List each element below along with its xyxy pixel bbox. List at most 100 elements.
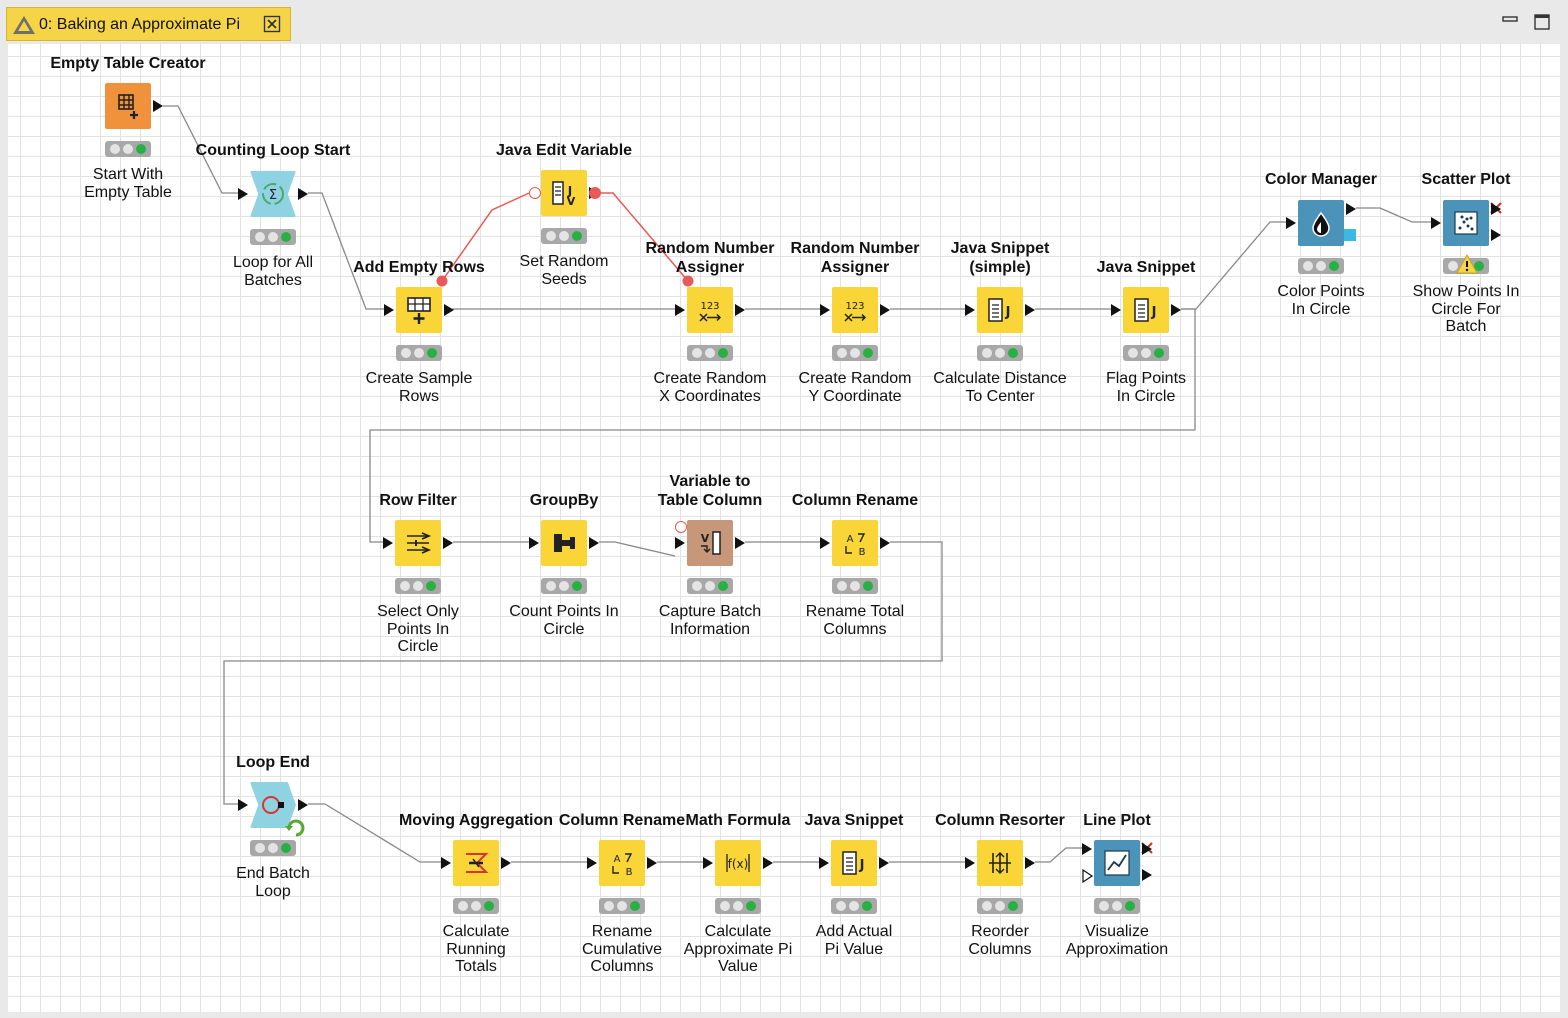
node-annotation-label[interactable]: Set Random Seeds — [519, 253, 609, 288]
data-in-port[interactable] — [529, 537, 539, 549]
node-title[interactable]: Line Plot — [1083, 812, 1151, 829]
node-title[interactable]: Java Snippet — [804, 812, 904, 829]
node-title[interactable]: GroupBy — [529, 492, 599, 509]
data-in-port[interactable] — [675, 304, 685, 316]
workflow-tab[interactable]: 0: Baking an Approximate Pi — [6, 7, 291, 41]
data-out-port[interactable] — [443, 537, 453, 549]
node-icon-box[interactable] — [1298, 200, 1344, 246]
flow-variable-port-dot[interactable] — [436, 275, 448, 287]
node-title[interactable]: Java Edit Variable — [495, 142, 633, 159]
node-title[interactable]: Math Formula — [685, 812, 791, 829]
node-icon-box[interactable]: 123 — [832, 287, 878, 333]
data-out-port[interactable] — [501, 857, 511, 869]
node-annotation-label[interactable]: Visualize Approximation — [1065, 923, 1169, 958]
node-icon-box[interactable] — [395, 520, 441, 566]
connection-wire[interactable] — [308, 803, 441, 863]
data-out-port[interactable] — [879, 857, 889, 869]
flow-variable-out-port[interactable] — [589, 187, 601, 199]
node-title[interactable]: Java Snippet (simple) — [950, 240, 1050, 276]
connection-wire[interactable] — [369, 308, 1196, 543]
node-icon-box[interactable] — [396, 287, 442, 333]
node-icon-box[interactable] — [977, 840, 1023, 886]
data-out-port[interactable] — [1025, 304, 1035, 316]
node-annotation-label[interactable]: Reorder Columns — [968, 923, 1032, 958]
node-annotation-label[interactable]: Loop for All Batches — [232, 254, 314, 289]
node-title[interactable]: Column Rename — [791, 492, 919, 509]
node-annotation-label[interactable]: Start With Empty Table — [84, 166, 172, 201]
data-out-port[interactable] — [444, 304, 454, 316]
node-annotation-label[interactable]: Create Random X Coordinates — [653, 370, 767, 405]
node-icon-box[interactable] — [1443, 200, 1489, 246]
node-title[interactable]: Column Resorter — [935, 812, 1065, 829]
connection-wire[interactable] — [163, 105, 238, 194]
flow-variable-port-dot[interactable] — [682, 275, 694, 287]
data-in-port[interactable] — [820, 304, 830, 316]
data-in-port[interactable] — [238, 799, 248, 811]
maximize-icon[interactable] — [1532, 12, 1552, 32]
node-title[interactable]: Add Empty Rows — [353, 259, 485, 276]
node-icon-box[interactable]: J — [831, 840, 877, 886]
minimize-icon[interactable] — [1500, 12, 1520, 32]
node-annotation-label[interactable]: Add Actual Pi Value — [815, 923, 893, 958]
node-annotation-label[interactable]: Color Points In Circle — [1277, 283, 1365, 318]
node-title[interactable]: Random Number Assigner — [645, 240, 775, 276]
data-in-port[interactable] — [1082, 843, 1092, 855]
data-out-port[interactable] — [298, 799, 308, 811]
data-out-port[interactable] — [735, 537, 745, 549]
data-out-port[interactable] — [880, 537, 890, 549]
node-annotation-label[interactable]: Calculate Running Totals — [442, 923, 510, 975]
data-out-port[interactable] — [1171, 304, 1181, 316]
node-title[interactable]: Color Manager — [1264, 171, 1377, 188]
node-annotation-label[interactable]: Rename Total Columns — [805, 603, 905, 638]
node-annotation-label[interactable]: Create Sample Rows — [365, 370, 473, 405]
data-out-port[interactable] — [1142, 843, 1152, 855]
connection-wire[interactable] — [223, 541, 943, 805]
node-icon-box[interactable] — [105, 83, 151, 129]
data-out-port[interactable] — [1491, 203, 1501, 215]
node-title[interactable]: Moving Aggregation — [398, 812, 554, 829]
image-out-port[interactable] — [1142, 869, 1152, 881]
data-in-port[interactable] — [384, 304, 394, 316]
data-out-port[interactable] — [589, 537, 599, 549]
data-in-port[interactable] — [965, 304, 975, 316]
node-icon-box[interactable]: J — [977, 287, 1023, 333]
node-annotation-label[interactable]: Show Points In Circle For Batch — [1412, 283, 1520, 335]
node-icon-box[interactable]: f(x) — [715, 840, 761, 886]
data-out-port[interactable] — [1346, 203, 1356, 215]
data-out-port[interactable] — [880, 304, 890, 316]
node-annotation-label[interactable]: Capture Batch Information — [658, 603, 762, 638]
node-title[interactable]: Row Filter — [379, 492, 457, 509]
data-in-port[interactable] — [1431, 217, 1441, 229]
node-annotation-label[interactable]: Flag Points In Circle — [1105, 370, 1187, 405]
node-title[interactable]: Scatter Plot — [1421, 171, 1511, 188]
data-out-port[interactable] — [298, 188, 308, 200]
node-annotation-label[interactable]: Count Points In Circle — [509, 603, 619, 638]
node-title[interactable]: Java Snippet — [1096, 259, 1196, 276]
data-in-port[interactable] — [1111, 304, 1121, 316]
model-out-port[interactable] — [1344, 229, 1356, 241]
node-annotation-label[interactable]: Create Random Y Coordinate — [798, 370, 912, 405]
connection-wire[interactable] — [308, 192, 384, 310]
data-in-port[interactable] — [383, 537, 393, 549]
node-title[interactable]: Variable to Table Column — [657, 473, 763, 509]
node-annotation-label[interactable]: Calculate Distance To Center — [933, 370, 1067, 405]
data-out-port[interactable] — [735, 304, 745, 316]
data-in-port[interactable] — [819, 857, 829, 869]
data-in-port[interactable] — [965, 857, 975, 869]
data-in-port[interactable] — [820, 537, 830, 549]
connection-wire[interactable] — [599, 541, 676, 557]
node-icon-box[interactable]: J — [1123, 287, 1169, 333]
node-annotation-label[interactable]: Select Only Points In Circle — [377, 603, 459, 655]
data-in-port[interactable] — [675, 537, 685, 549]
node-annotation-label[interactable]: Rename Cumulative Columns — [581, 923, 663, 975]
node-icon-box[interactable] — [453, 840, 499, 886]
data-out-port[interactable] — [763, 857, 773, 869]
node-icon-box[interactable]: 123 — [687, 287, 733, 333]
node-title[interactable]: Loop End — [236, 754, 310, 771]
node-title[interactable]: Random Number Assigner — [790, 240, 920, 276]
data-in-port[interactable] — [703, 857, 713, 869]
connection-wire[interactable] — [441, 192, 530, 282]
